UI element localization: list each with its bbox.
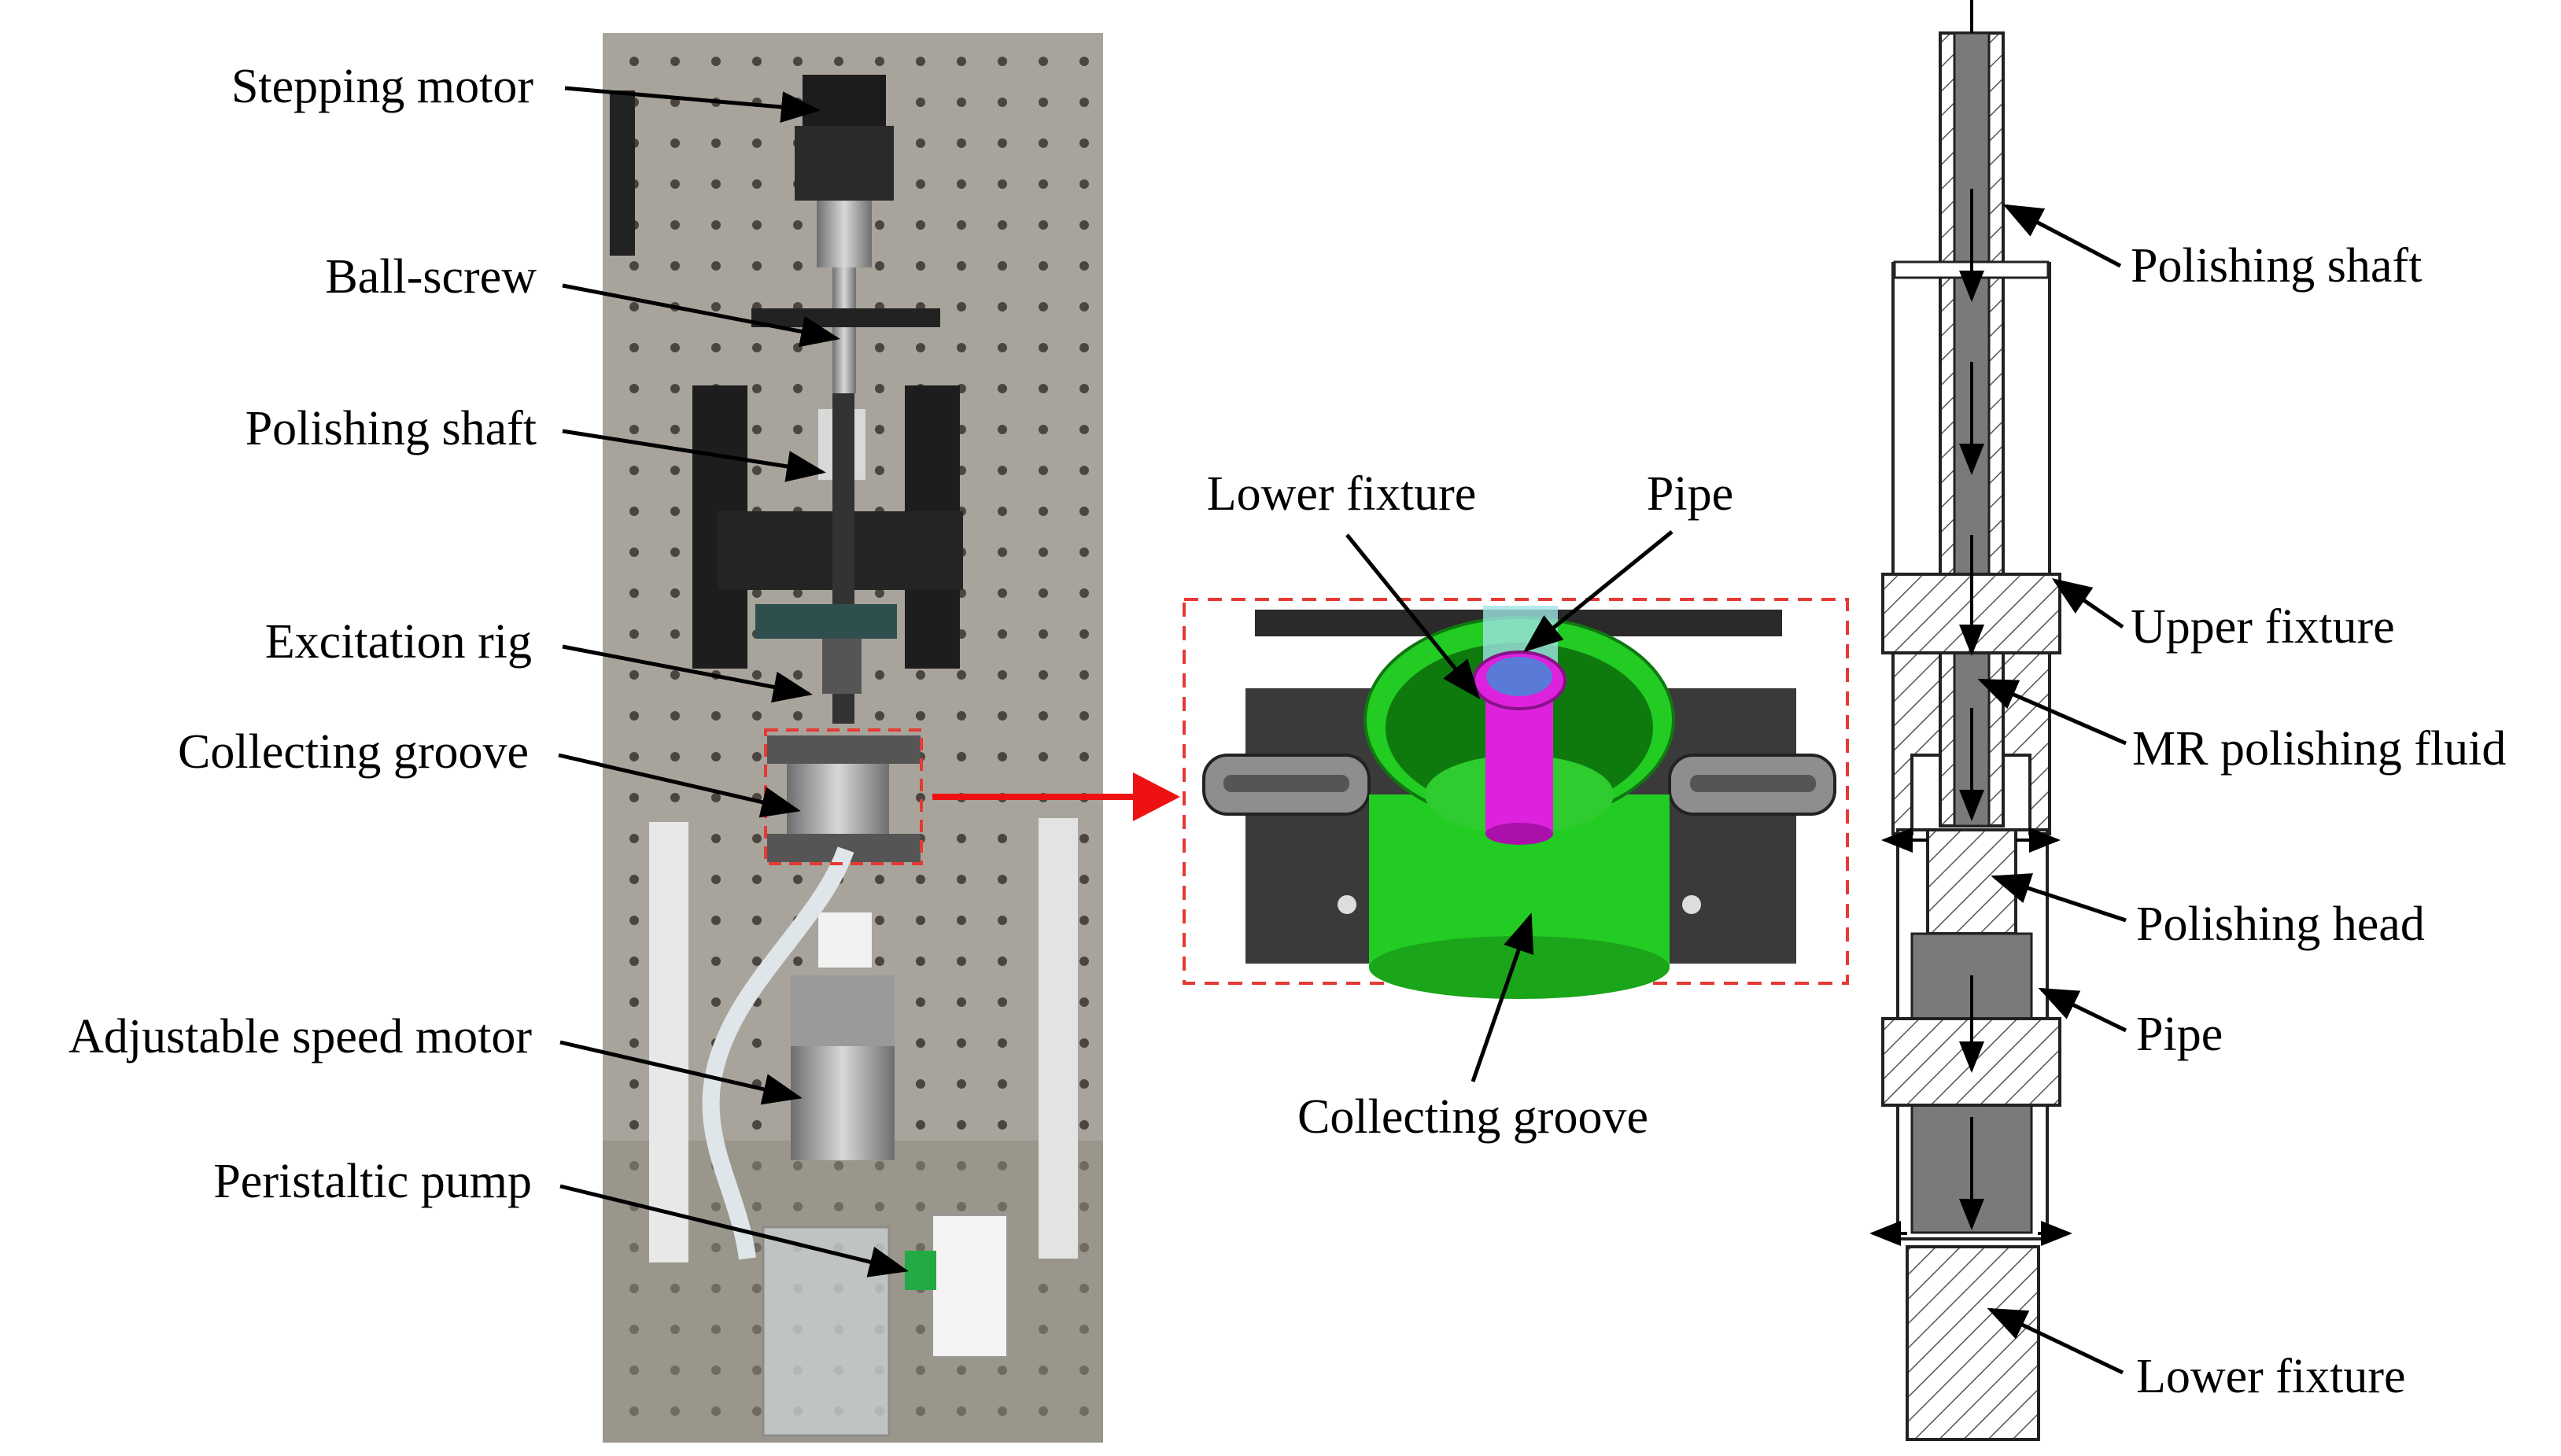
motor-coupling <box>818 912 872 968</box>
leader-adjustable-speed-motor <box>559 1040 803 1105</box>
ball-screw-rod <box>832 267 856 393</box>
label-adjustable-speed-motor: Adjustable speed motor <box>68 1010 532 1063</box>
leader-collecting-groove <box>558 753 801 818</box>
label-ball-screw: Ball-screw <box>325 250 537 304</box>
stepping-motor-body <box>803 75 886 126</box>
polishing-head <box>1926 828 2017 935</box>
groove-fixture-top <box>767 735 921 764</box>
adjustable-speed-motor-head <box>791 975 895 1046</box>
leader-detail-pipe <box>1523 530 1674 653</box>
label-section-lower-fixture: Lower fixture <box>2136 1350 2406 1403</box>
section-labels: Polishing shaft Upper fixture MR polishi… <box>2131 239 2506 1403</box>
leader-excitation-rig <box>562 644 813 703</box>
detail-panel <box>1183 598 1849 999</box>
leader-section-mr-fluid <box>1977 678 2127 746</box>
label-excitation-rig: Excitation rig <box>265 615 532 669</box>
leader-section-upper-fixture <box>2051 578 2124 629</box>
peristaltic-pump-head <box>905 1251 936 1290</box>
excitation-rig-core <box>822 639 862 694</box>
pipe-magenta-bottom <box>1485 823 1553 845</box>
leader-section-lower-fixture <box>1987 1307 2124 1375</box>
label-detail-pipe: Pipe <box>1647 467 1733 521</box>
leader-peristaltic-pump <box>559 1184 909 1277</box>
adjustable-speed-motor-body <box>791 1046 895 1160</box>
leader-section-pipe <box>2038 987 2127 1033</box>
label-collecting-groove-photo: Collecting groove <box>178 725 529 779</box>
fixture-left-slot <box>1223 775 1349 792</box>
coupling <box>817 201 872 267</box>
brand-strip <box>610 90 635 256</box>
beaker <box>762 1226 891 1437</box>
photo-leaders <box>558 86 909 1277</box>
left-side-bar <box>649 822 688 1262</box>
leader-detail-collecting-groove <box>1471 912 1534 1082</box>
section-panel <box>1869 0 2072 1441</box>
label-polishing-shaft: Polishing shaft <box>245 402 537 455</box>
label-section-upper-fixture: Upper fixture <box>2131 600 2395 654</box>
photo-labels: Stepping motor Ball-screw Polishing shaf… <box>68 60 537 1208</box>
leader-section-polishing-shaft <box>2002 204 2122 268</box>
zoom-arrow-head <box>1133 772 1180 821</box>
leader-ball-screw <box>562 283 840 348</box>
label-stepping-motor: Stepping motor <box>231 60 533 113</box>
fixture-right-slot <box>1690 775 1816 792</box>
lower-fixture-block <box>1906 1245 2040 1441</box>
label-section-polishing-head: Polishing head <box>2136 898 2425 951</box>
upper-fixture-right <box>2002 262 2051 835</box>
collecting-groove-bottom <box>1369 936 1670 999</box>
label-section-pipe: Pipe <box>2136 1008 2223 1061</box>
collecting-groove-photo <box>787 759 889 838</box>
fluid-tube <box>702 846 854 1260</box>
detail-leaders <box>1345 530 1674 1082</box>
label-section-polishing-shaft: Polishing shaft <box>2131 239 2422 293</box>
label-peristaltic-pump: Peristaltic pump <box>213 1155 532 1208</box>
upper-fixture-left <box>1891 262 1942 835</box>
leader-polishing-shaft <box>562 429 826 482</box>
pipe-bore <box>1486 657 1552 696</box>
label-detail-collecting-groove: Collecting groove <box>1297 1090 1648 1144</box>
right-side-bar <box>1039 818 1078 1259</box>
leader-section-polishing-head <box>1991 873 2127 923</box>
detail-labels: Lower fixture Pipe Collecting groove <box>1207 467 1733 1144</box>
leader-detail-lower-fixture <box>1345 533 1481 699</box>
photo-panel <box>603 33 1180 1443</box>
stepping-motor-housing <box>795 126 894 201</box>
section-leaders <box>1977 204 2127 1375</box>
peristaltic-pump-body <box>932 1215 1008 1358</box>
ball-screw-bracket <box>751 308 940 327</box>
excitation-rig-clamp <box>755 604 897 639</box>
label-detail-lower-fixture: Lower fixture <box>1207 467 1477 521</box>
leader-stepping-motor <box>564 86 821 123</box>
fixture-left-hole <box>1338 895 1356 914</box>
label-section-mr-fluid: MR polishing fluid <box>2132 722 2506 776</box>
fixture-right-hole <box>1682 895 1701 914</box>
